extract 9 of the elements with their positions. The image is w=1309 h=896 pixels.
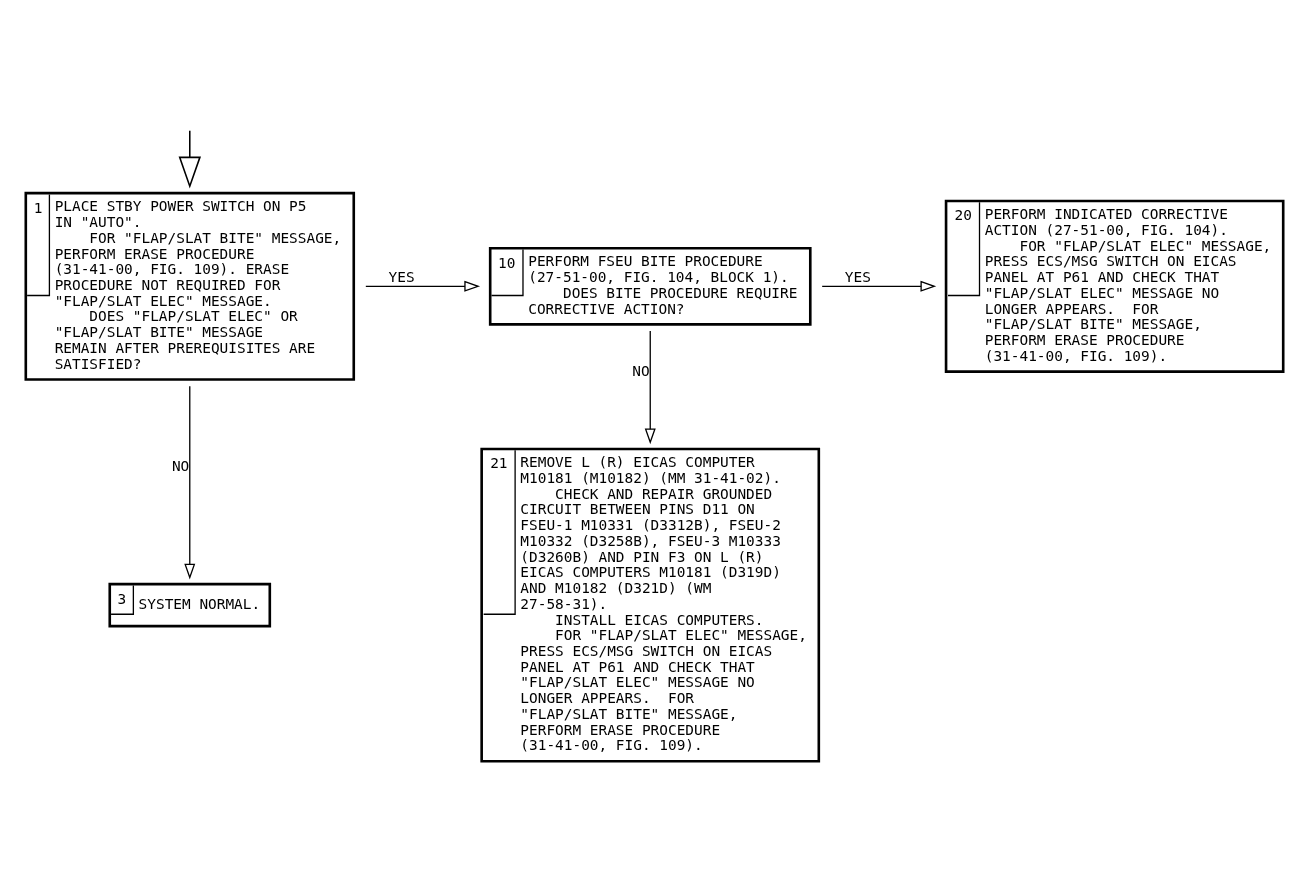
arrow [184, 385, 196, 579]
arrow [821, 280, 937, 292]
edge-label: NO [632, 362, 650, 379]
arrow [178, 129, 201, 189]
edge-label: YES [388, 268, 415, 285]
edge-label: YES [844, 268, 871, 285]
arrow [365, 280, 481, 292]
edge-label: NO [171, 457, 190, 474]
arrow [644, 329, 656, 444]
